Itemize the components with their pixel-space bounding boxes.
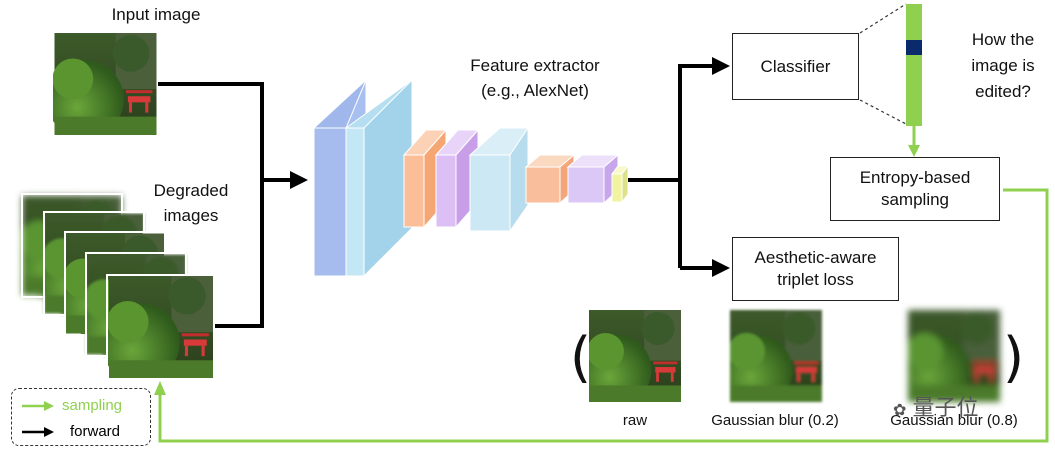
triplet-image-label-blur-08: Gaussian blur (0.8) [890, 412, 1018, 429]
watermark: ✿ 量子位 [893, 390, 979, 422]
question-line3: edited? [975, 82, 1031, 101]
forward-arrows-in [158, 82, 292, 328]
classifier-label: Classifier [760, 56, 831, 76]
arrowhead-to-classifier [712, 57, 730, 75]
forward-arrowhead-in [290, 171, 308, 189]
classifier-zoom-lines [859, 3, 907, 125]
sampling-path [158, 126, 1049, 443]
question-line2: image is [971, 56, 1035, 75]
degraded-label-line2: images [163, 206, 219, 225]
entropy-sampling-box: Entropy-based sampling [830, 157, 1000, 221]
degraded-label-line1: Degraded [153, 181, 229, 200]
entropy-label-line2: sampling [880, 190, 950, 209]
triplet-label-line1: Aesthetic-aware [754, 248, 877, 267]
question-line1: How the [971, 30, 1035, 49]
triplet-label-line2: triplet loss [777, 270, 854, 289]
classifier-output-bar [906, 4, 922, 126]
feature-extractor-label-line2: (e.g., AlexNet) [481, 81, 589, 100]
sampling-arrowhead-down [908, 145, 920, 157]
classifier-box: Classifier [732, 33, 859, 100]
legend-forward-label: forward [70, 423, 121, 440]
input-image-label: Input image [111, 5, 201, 24]
legend-sampling-label: sampling [62, 397, 123, 414]
watermark-text: 量子位 [912, 395, 979, 420]
feature-extractor-label-line1: Feature extractor [470, 56, 600, 75]
forward-arrows-out [628, 64, 714, 270]
open-parenthesis: ( [570, 326, 592, 389]
legend-arrows [22, 401, 54, 437]
legend: sampling forward [11, 388, 151, 446]
arrowhead-to-triplet [712, 259, 730, 277]
triplet-loss-box: Aesthetic-aware triplet loss [732, 237, 899, 301]
sampling-arrowhead-up [154, 381, 166, 395]
wechat-icon: ✿ [893, 402, 907, 419]
input-image [53, 33, 157, 135]
close-parenthesis: ) [1003, 326, 1025, 389]
entropy-label-line1: Entropy-based [859, 168, 971, 187]
degraded-images-stack [21, 193, 216, 380]
feature-extractor-network [313, 78, 629, 278]
triplet-image-label-raw: raw [622, 412, 648, 429]
triplet-image-label-blur-02: Gaussian blur (0.2) [711, 412, 839, 429]
